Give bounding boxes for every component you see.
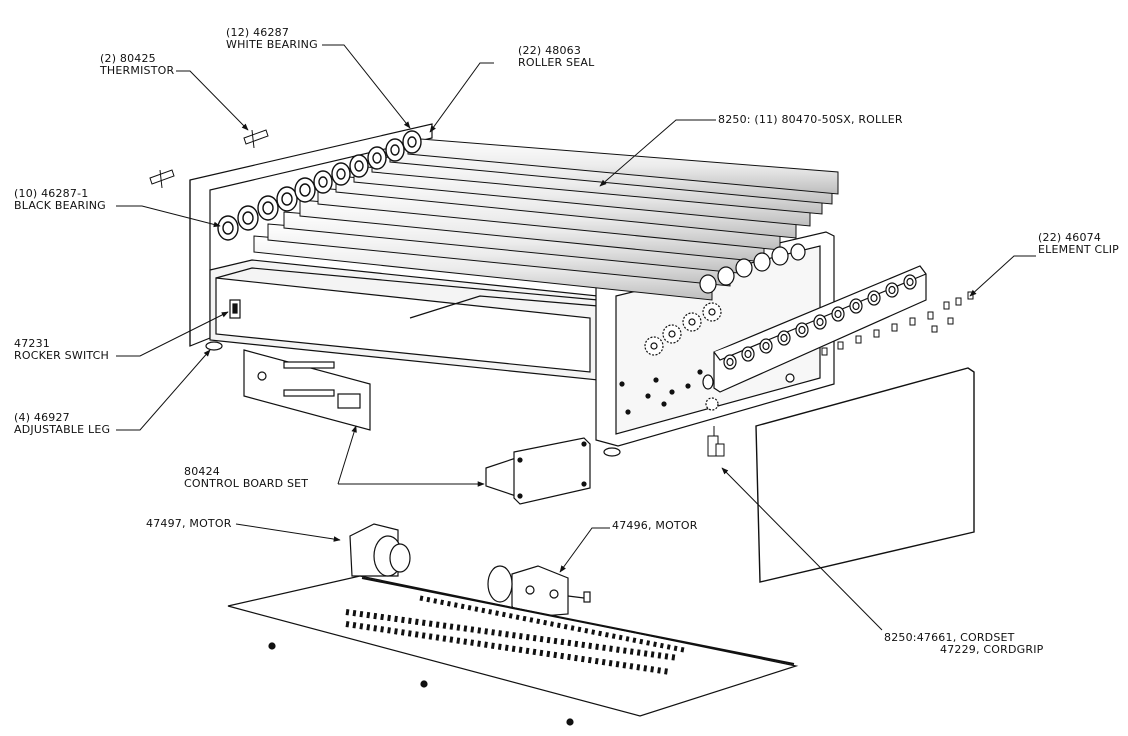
callout-motor-left: 47497, MOTOR (146, 517, 232, 530)
callout-thermistor-desc: THERMISTOR (100, 64, 175, 77)
callout-rocker-switch-desc: ROCKER SWITCH (14, 349, 110, 362)
callout-cordset-line2: 47229, CORDGRIP (940, 643, 1044, 656)
access-panel (755, 367, 975, 583)
callout-black-bearing-part: (10) 46287-1 (14, 187, 89, 200)
adjustable-leg-part (205, 341, 223, 351)
callout-roller: 8250: (11) 80470-50SX, ROLLER (718, 113, 903, 126)
callout-cordset-line1: 8250:47661, CORDSET (884, 631, 1015, 644)
callout-control-board-desc: CONTROL BOARD SET (184, 477, 309, 490)
callout-roller-seal-part: (22) 48063 (518, 44, 582, 57)
callout-motor-right: 47496, MOTOR (612, 519, 698, 532)
callout-rocker-switch-part: 47231 (14, 337, 50, 350)
callout-white-bearing-part: (12) 46287 (226, 26, 290, 39)
rollers (253, 137, 839, 301)
base-plate (227, 575, 799, 726)
sprockets (644, 243, 806, 411)
element-bracket (713, 265, 927, 393)
callout-element-clip-desc: ELEMENT CLIP (1038, 243, 1120, 256)
callout-black-bearing-desc: BLACK BEARING (14, 199, 106, 212)
leader-lines (116, 44, 1036, 631)
callout-adjustable-leg-desc: ADJUSTABLE LEG (14, 423, 111, 436)
motors (349, 523, 591, 619)
callout-control-board-part: 80424 (184, 465, 220, 478)
callout-white-bearing-desc: WHITE BEARING (226, 38, 318, 51)
callout-adjustable-leg-part: (4) 46927 (14, 411, 70, 424)
callout-element-clip-part: (22) 46074 (1038, 231, 1102, 244)
callout-thermistor-part: (2) 80425 (100, 52, 156, 65)
callout-roller-seal-desc: ROLLER SEAL (518, 56, 595, 69)
thermistors (149, 129, 269, 189)
cordset-part (707, 426, 725, 457)
bearings (217, 130, 422, 241)
control-board-part (243, 349, 591, 505)
